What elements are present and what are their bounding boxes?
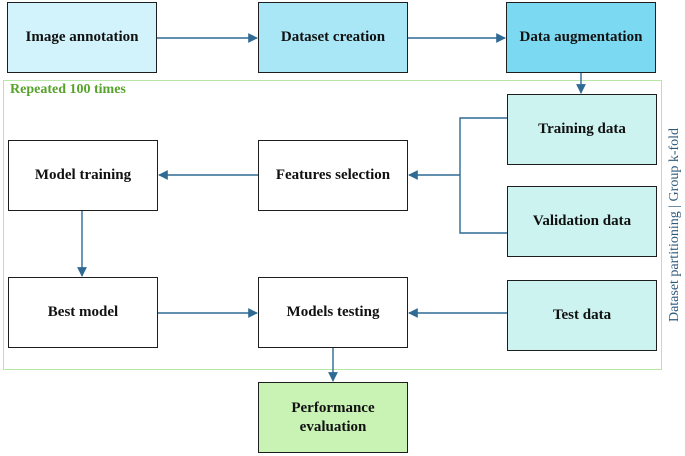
node-validation-data: Validation data — [507, 186, 657, 257]
node-test-data: Test data — [507, 280, 657, 351]
node-label: Models testing — [286, 304, 380, 321]
node-label: Data augmentation — [519, 29, 643, 46]
node-features-selection: Features selection — [258, 140, 408, 211]
repeat-label: Repeated 100 times — [10, 82, 126, 97]
node-label: Dataset creation — [280, 29, 386, 46]
node-label: Best model — [47, 304, 119, 321]
node-data-augmentation: Data augmentation — [506, 2, 656, 73]
node-label: Performance evaluation — [291, 399, 375, 435]
node-label: Features selection — [275, 167, 391, 184]
node-label: Test data — [552, 307, 612, 324]
node-label: Model training — [34, 167, 132, 184]
node-label: Image annotation — [25, 29, 139, 46]
edge-training-bracket — [459, 117, 507, 234]
node-model-training: Model training — [8, 140, 158, 211]
node-performance-evaluation: Performance evaluation — [258, 382, 408, 453]
node-dataset-creation: Dataset creation — [258, 2, 408, 73]
node-models-testing: Models testing — [258, 277, 408, 348]
node-image-annotation: Image annotation — [7, 2, 157, 73]
node-label: Training data — [538, 121, 626, 138]
node-training-data: Training data — [507, 94, 657, 165]
node-best-model: Best model — [8, 277, 158, 348]
node-label: Validation data — [532, 213, 632, 230]
